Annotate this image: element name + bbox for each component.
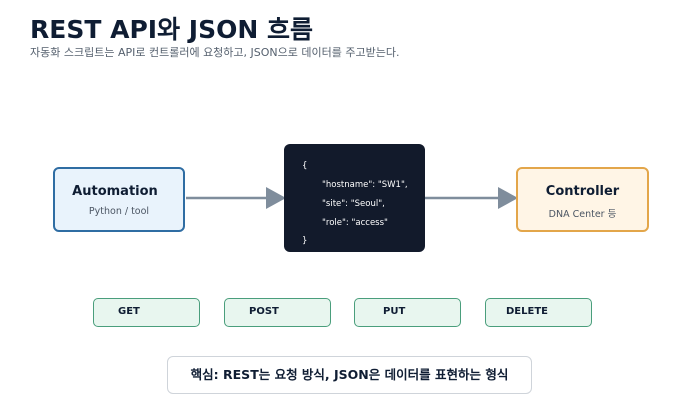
json-line: "site": "Seoul", — [322, 199, 385, 209]
automation-node: Automation Python / tool — [53, 167, 185, 232]
controller-subtitle: DNA Center 등 — [548, 209, 617, 220]
method-put-badge: PUT — [354, 298, 461, 327]
arrow-automation-to-json-head — [266, 187, 286, 209]
page-title: REST API와 JSON 흐름 — [30, 15, 313, 44]
json-line: "hostname": "SW1", — [322, 180, 408, 190]
json-line: "role": "access" — [322, 218, 388, 228]
controller-title: Controller — [545, 184, 620, 199]
automation-subtitle: Python / tool — [88, 206, 150, 217]
json-payload-box: { "hostname": "SW1", "site": "Seoul", "r… — [284, 144, 425, 252]
automation-title: Automation — [72, 184, 158, 199]
method-delete-badge: DELETE — [485, 298, 592, 327]
json-line: } — [302, 236, 308, 246]
method-get-badge: GET — [93, 298, 200, 327]
arrow-json-to-controller-head — [498, 187, 518, 209]
page-subtitle: 자동화 스크립트는 API로 컨트롤러에 요청하고, JSON으로 데이터를 주… — [30, 46, 400, 59]
json-line: { — [302, 161, 308, 171]
key-point-callout: 핵심: REST는 요청 방식, JSON은 데이터를 표현하는 형식 — [167, 356, 532, 394]
controller-node: Controller DNA Center 등 — [516, 167, 649, 232]
method-post-badge: POST — [224, 298, 331, 327]
